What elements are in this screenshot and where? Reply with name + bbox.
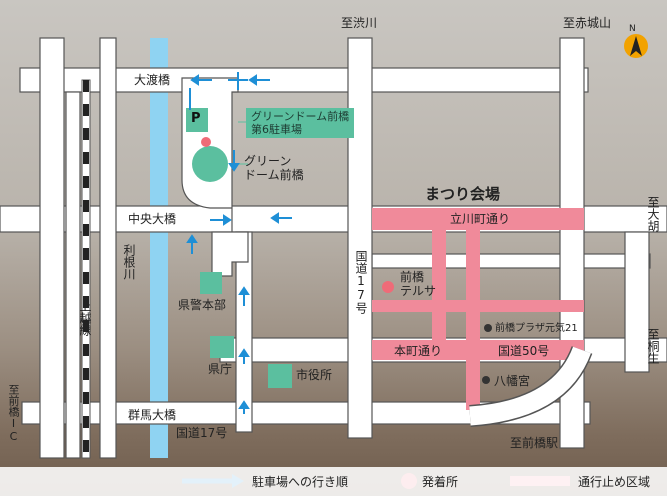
plaza-dot: [484, 324, 492, 332]
label-to-akagisan: 至赤城山: [563, 16, 612, 30]
closed-v2: [466, 230, 480, 410]
label-to-maebashi-eki: 至前橋駅: [510, 436, 559, 450]
label-tachikawacho-dori: 立川町通り: [450, 212, 511, 226]
label-kencho: 県庁: [208, 362, 233, 376]
label-odobashi: 大渡橋: [134, 73, 171, 87]
green-dome-marker: [192, 146, 228, 182]
closed-tachikawacho: [372, 208, 584, 230]
label-kokudo50: 国道50号: [498, 344, 550, 358]
legend-route-label: 駐車場への行き順: [252, 475, 349, 489]
label-tone-gawa: 利根川: [122, 244, 136, 280]
closed-v1: [432, 230, 446, 340]
label-to-shibukawa: 至渋川: [341, 16, 378, 30]
building-kenkei-honbu: [200, 272, 222, 294]
label-north: N: [629, 24, 636, 34]
label-maebashi-terrsa: 前橋 テルサ: [400, 270, 437, 298]
label-to-kiryu: 至桐生: [646, 328, 660, 364]
road-v-right2: [624, 231, 650, 373]
label-parking-name: グリーンドーム前橋 第6駐車場: [246, 108, 355, 138]
label-hachimangu: 八幡宮: [494, 374, 531, 388]
label-gunma-ohashi: 群馬大橋: [128, 408, 177, 422]
label-plaza-genki21: 前橋プラザ元気21: [495, 323, 578, 334]
building-shiyakusho: [268, 364, 292, 388]
departure-point-terrsa: [382, 281, 394, 293]
label-kenkei-honbu: 県警本部: [178, 298, 227, 312]
road-v-kokudo17: [347, 37, 373, 439]
label-chuo-ohashi: 中央大橋: [128, 212, 177, 226]
label-to-maebashi-ic: 至前橋IC: [7, 384, 20, 443]
hachimangu-dot: [482, 376, 490, 384]
parking-marker: [186, 108, 208, 132]
parking-p-icon: P: [191, 111, 201, 126]
label-joetsu-sen: 上越線: [78, 300, 92, 336]
label-matsuri-kaijo: まつり会場: [425, 185, 501, 203]
legend-departure-label: 発着所: [422, 475, 459, 489]
label-green-dome: グリーン ドーム前橋: [244, 154, 304, 182]
road-gunma-ohashi: [21, 401, 591, 425]
tone-river: [150, 38, 168, 458]
departure-point-parking: [201, 137, 211, 147]
joetsu-line: [81, 79, 91, 459]
label-kokudo17: 国道17号: [354, 250, 368, 314]
map-legend: 駐車場への行き順 発着所 通行止め区域: [0, 467, 667, 496]
label-shiyakusho: 市役所: [296, 368, 333, 382]
label-honmachi-dori: 本町通り: [394, 344, 443, 358]
road-v-left3: [99, 37, 117, 459]
building-kencho: [210, 336, 234, 358]
road-v-left2: [65, 91, 81, 459]
closed-h-mid: [372, 300, 584, 312]
label-kokudo17-bottom: 国道17号: [176, 426, 228, 440]
road-v-far-left: [39, 37, 65, 459]
label-to-ogo: 至大胡: [646, 196, 660, 232]
legend-closed-label: 通行止め区域: [578, 475, 651, 489]
